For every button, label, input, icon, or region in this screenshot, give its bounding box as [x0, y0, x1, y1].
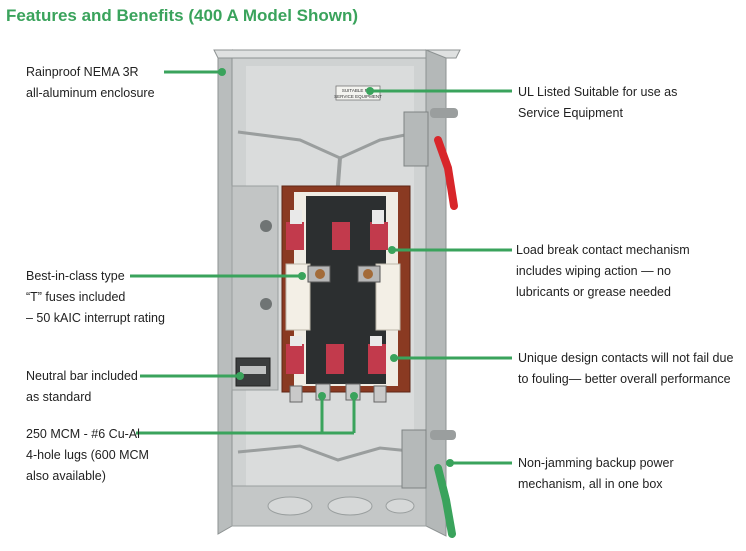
callout-fuses-line: – 50 kAIC interrupt rating [26, 311, 165, 325]
callout-enclosure-line: all-aluminum enclosure [26, 86, 155, 100]
callout-ul-listed-line: UL Listed Suitable for use as [518, 85, 678, 99]
upper-contact [286, 222, 304, 250]
enclosure-right-flange [425, 49, 447, 537]
callout-fuses-line: “T” fuses included [26, 290, 126, 304]
upper-contact [332, 222, 350, 250]
callout-fuses: Best-in-class type “T” fuses included – … [26, 266, 165, 329]
callout-load-break: Load break contact mechanism includes wi… [516, 240, 690, 303]
callout-load-break-line: lubricants or grease needed [516, 285, 671, 299]
callout-contacts-line: Unique design contacts will not fail due [518, 351, 734, 365]
callout-backup-power-line: Non-jamming backup power [518, 456, 674, 470]
enclosure-top [213, 49, 461, 59]
callout-lugs: 250 MCM - #6 Cu-Al 4-hole lugs (600 MCM … [26, 424, 149, 487]
knockout [267, 496, 313, 516]
enclosure-left-side [217, 49, 233, 535]
callout-load-break-line: Load break contact mechanism [516, 243, 690, 257]
callout-lugs-line: 4-hole lugs (600 MCM [26, 448, 149, 462]
side-mount-plate [231, 185, 279, 391]
callout-contacts-line: to fouling— better overall performance [518, 372, 731, 386]
upper-contact [370, 222, 388, 250]
plate-text-line2: SERVICE EQUIPMENT [334, 94, 382, 99]
knockout [327, 496, 373, 516]
callout-enclosure-line: Rainproof NEMA 3R [26, 65, 139, 79]
callout-neutral-bar-line: as standard [26, 390, 92, 404]
lower-handle [434, 464, 456, 538]
callout-load-break-line: includes wiping action — no [516, 264, 671, 278]
callout-lugs-line: 250 MCM - #6 Cu-Al [26, 427, 140, 441]
callout-enclosure: Rainproof NEMA 3R all-aluminum enclosure [26, 62, 155, 104]
lower-contact [368, 344, 386, 374]
callout-ul-listed: UL Listed Suitable for use as Service Eq… [518, 82, 677, 124]
callout-backup-power-line: mechanism, all in one box [518, 477, 663, 491]
lower-contact [286, 344, 304, 374]
callout-neutral-bar: Neutral bar included as standard [26, 366, 138, 408]
upper-handle-bracket [403, 111, 429, 167]
lower-contact [326, 344, 344, 374]
upper-handle [434, 136, 458, 210]
lower-handle-bracket [401, 429, 427, 489]
lug [373, 385, 387, 403]
lug [289, 385, 303, 403]
callout-ul-listed-line: Service Equipment [518, 106, 623, 120]
callout-neutral-bar-line: Neutral bar included [26, 369, 138, 383]
page-title: Features and Benefits (400 A Model Shown… [6, 6, 359, 25]
knockout [385, 498, 415, 514]
callout-contacts: Unique design contacts will not fail due… [518, 348, 733, 390]
lower-rod [237, 444, 421, 462]
callout-fuses-line: Best-in-class type [26, 269, 125, 283]
plate-text-line1: SUITABLE FOR [342, 88, 375, 93]
callout-backup-power: Non-jamming backup power mechanism, all … [518, 453, 674, 495]
callout-lugs-line: also available) [26, 469, 106, 483]
